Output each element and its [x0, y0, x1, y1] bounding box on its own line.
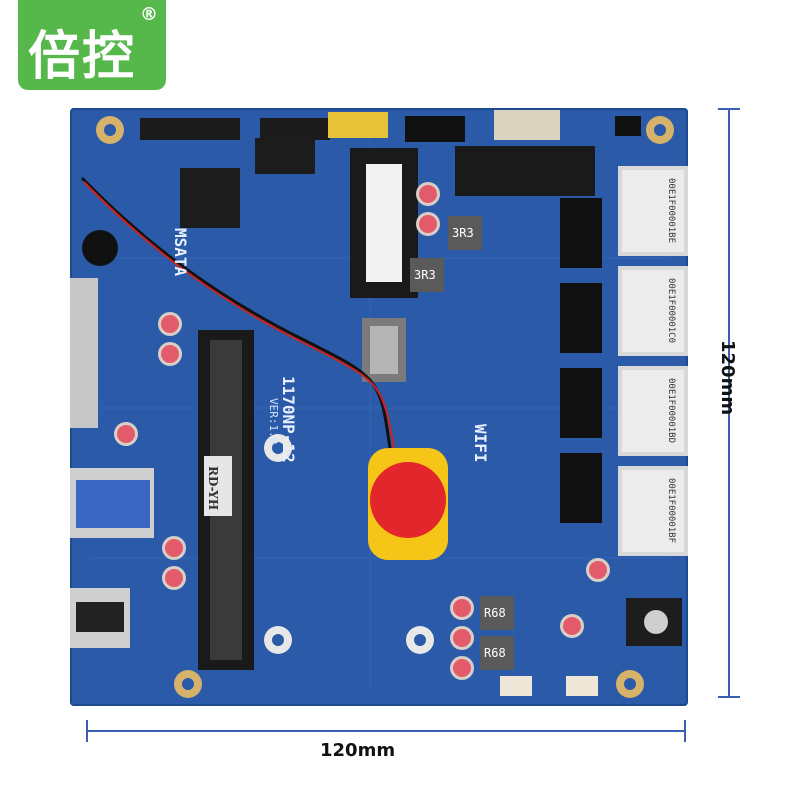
mounting-holes	[96, 116, 674, 698]
inductor-label-2: 3R3	[414, 268, 436, 282]
height-dimension-tick-top	[718, 108, 740, 110]
height-dimension-label: 120mm	[717, 340, 738, 416]
width-dimension-tick-left	[86, 720, 88, 742]
height-dimension-line	[728, 108, 730, 698]
wifi-label: WIFI	[471, 424, 490, 463]
msata-label: MSATA	[171, 228, 190, 277]
lan-label-2: 00E1F00001C0	[666, 278, 676, 344]
inductor-label-3: R68	[484, 606, 506, 620]
inductor-label-4: R68	[484, 646, 506, 660]
ram-slot-label: RD-YH	[206, 466, 220, 511]
width-dimension-label: 120mm	[320, 740, 396, 761]
width-dimension-line	[86, 730, 686, 732]
motherboard-illustration	[70, 110, 688, 698]
lan-label-3: 00E1F00001BD	[666, 378, 676, 444]
motherboard: 1170NP-12 VER:1.0 WIFI MSATA RD-YH 3R3 3…	[70, 108, 688, 706]
lan-label-1: 00E1F00001BE	[666, 178, 676, 244]
board-model-label: 1170NP-12	[279, 376, 298, 463]
brand-logo-text: 倍控	[28, 27, 137, 87]
board-version-label: VER:1.0	[267, 398, 280, 445]
lan-label-4: 00E1F00001BF	[666, 478, 676, 544]
inductor-label-1: 3R3	[452, 226, 474, 240]
height-dimension-tick-bottom	[718, 696, 740, 698]
registered-mark: ®	[140, 4, 158, 25]
width-dimension-tick-right	[684, 720, 686, 742]
brand-logo: 倍控 ®	[18, 0, 166, 90]
